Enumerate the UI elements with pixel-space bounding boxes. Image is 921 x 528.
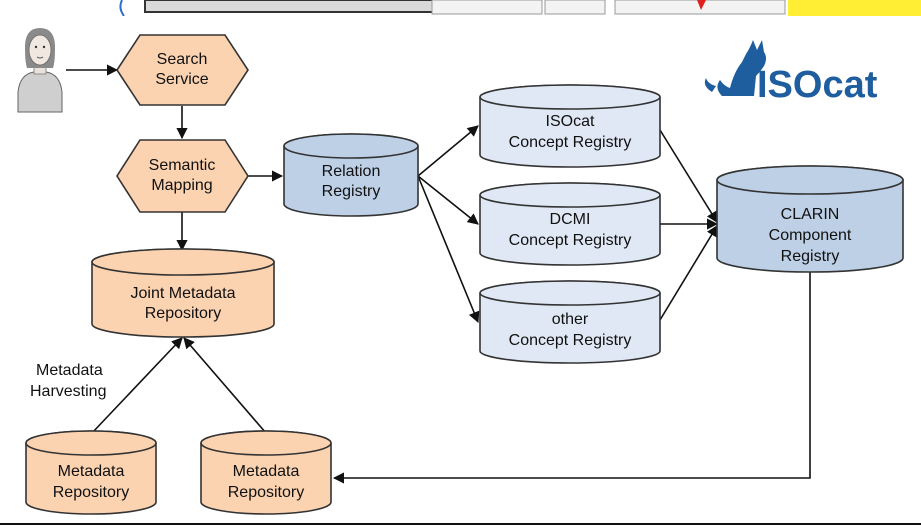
isocat-concept-registry-node[interactable]: ISOcat Concept Registry bbox=[479, 84, 661, 168]
relation-registry-node[interactable]: Relation Registry bbox=[283, 133, 419, 217]
arrow-isocat-to-clarin bbox=[659, 129, 718, 223]
toolbar-field[interactable] bbox=[544, 0, 606, 15]
isocat-registry-label-2: Concept Registry bbox=[509, 134, 632, 151]
other-registry-label-1: other bbox=[552, 311, 589, 328]
other-concept-registry-node[interactable]: other Concept Registry bbox=[479, 280, 661, 364]
connectors bbox=[66, 64, 811, 484]
cat-icon bbox=[704, 40, 766, 96]
repository-right-label-2: Repository bbox=[228, 484, 304, 501]
isocat-registry-label-1: ISOcat bbox=[546, 113, 595, 130]
arrow-clarin-to-repository bbox=[332, 272, 811, 484]
clarin-component-registry-node[interactable]: CLARIN Component Registry bbox=[716, 165, 904, 273]
other-registry-label-2: Concept Registry bbox=[509, 332, 632, 349]
toolbar-fragment bbox=[119, 0, 125, 16]
dcmi-concept-registry-node[interactable]: DCMI Concept Registry bbox=[479, 182, 661, 266]
isocat-logo: ISOcat bbox=[704, 40, 878, 106]
metadata-harvesting-label: Metadata Harvesting bbox=[30, 362, 106, 400]
relation-registry-label-1: Relation bbox=[322, 163, 381, 180]
search-service-node[interactable]: Search Service bbox=[116, 34, 249, 106]
repository-right-label-1: Metadata bbox=[233, 463, 300, 480]
relation-registry-label-2: Registry bbox=[322, 183, 381, 200]
repository-left-label-1: Metadata bbox=[58, 463, 125, 480]
top-toolbar-strip bbox=[0, 0, 921, 16]
clarin-registry-label-1: CLARIN bbox=[781, 206, 840, 223]
clarin-registry-label-2: Component bbox=[769, 227, 852, 244]
marker-icon bbox=[697, 0, 706, 10]
user-person-icon bbox=[8, 26, 66, 114]
search-service-label-2: Service bbox=[155, 71, 208, 88]
harvesting-label-2: Harvesting bbox=[30, 383, 106, 400]
arrow-relation-to-other bbox=[417, 175, 480, 324]
search-service-label-1: Search bbox=[157, 51, 208, 68]
isocat-logo-text: ISOcat bbox=[757, 64, 878, 106]
harvesting-label-1: Metadata bbox=[36, 362, 103, 379]
joint-repository-label-1: Joint Metadata bbox=[131, 285, 236, 302]
semantic-mapping-node[interactable]: Semantic Mapping bbox=[116, 139, 249, 213]
arrow-other-to-clarin bbox=[659, 225, 718, 321]
metadata-repository-left-node[interactable]: Metadata Repository bbox=[25, 430, 157, 515]
joint-metadata-repository-node[interactable]: Joint Metadata Repository bbox=[91, 248, 275, 338]
dcmi-registry-label-1: DCMI bbox=[550, 211, 591, 228]
semantic-mapping-label-1: Semantic bbox=[149, 157, 216, 174]
highlight-box bbox=[788, 0, 921, 16]
joint-repository-label-2: Repository bbox=[145, 305, 221, 322]
semantic-mapping-label-2: Mapping bbox=[151, 177, 212, 194]
repository-left-label-2: Repository bbox=[53, 484, 129, 501]
toolbar-field[interactable] bbox=[431, 0, 543, 15]
arrow-relation-to-isocat bbox=[417, 125, 479, 177]
clarin-registry-label-3: Registry bbox=[781, 248, 840, 265]
dcmi-registry-label-2: Concept Registry bbox=[509, 232, 632, 249]
metadata-repository-right-node[interactable]: Metadata Repository bbox=[200, 430, 332, 515]
arrow-harvest-right bbox=[183, 337, 267, 434]
arrow-harvest-left bbox=[91, 337, 183, 434]
arrow-relation-to-dcmi bbox=[417, 175, 479, 225]
